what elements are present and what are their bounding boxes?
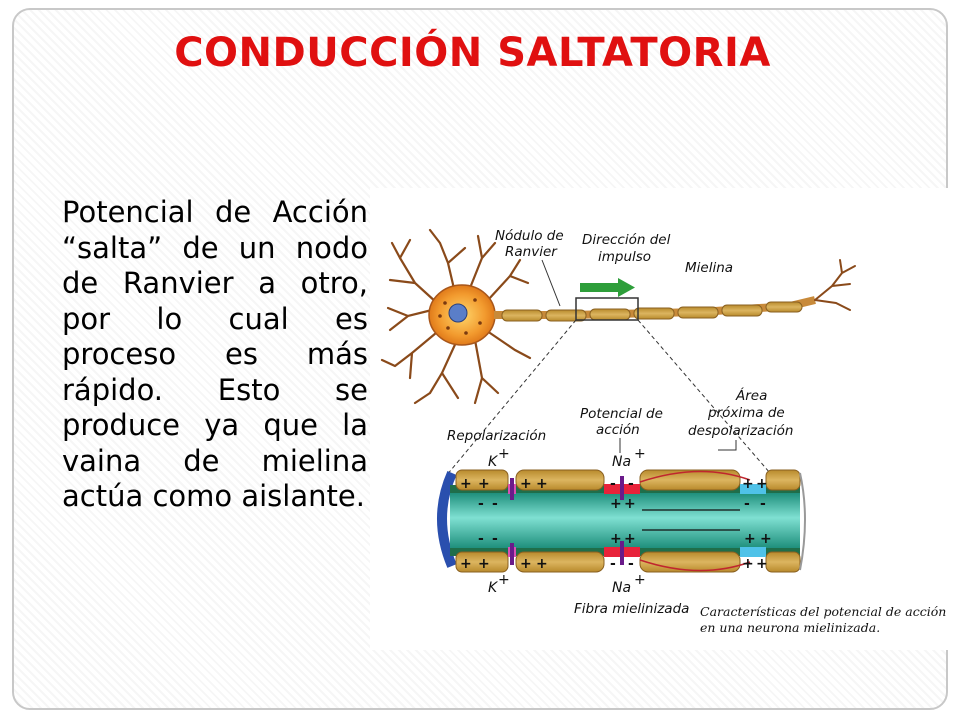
impulse-direction-arrow [580,278,635,297]
axon-terminal [814,259,856,311]
label-potencial-1: Potencial de [580,406,663,422]
label-direccion-2: impulso [598,249,651,265]
label-area-1: Área [735,387,767,404]
svg-text:-: - [610,556,616,572]
nucleus [448,303,468,323]
label-fibra: Fibra mielinizada [574,601,689,617]
ion-na-top: Na [612,454,631,470]
svg-text:+: + [610,496,622,512]
label-potencial-2: acción [596,422,640,438]
svg-text:+: + [624,531,636,547]
svg-text:+: + [742,556,754,572]
svg-text:+: + [756,556,768,572]
caption-line-2: en una neurona mielinizada. [700,620,880,635]
label-nodulo-2: Ranvier [505,244,558,260]
svg-text:+: + [756,476,768,492]
svg-text:+: + [520,476,532,492]
membrane-charges: ++++ -- ++ -- ++ -- -- ++ ++ ++++ -- ++ [460,476,772,572]
svg-text:+: + [744,531,756,547]
slide-body-text: Potencial de Acción “salta” de un nodo d… [62,195,368,513]
svg-text:-: - [478,531,484,547]
ion-k-bottom: K [488,580,499,596]
svg-text:+: + [742,476,754,492]
label-mielina: Mielina [685,260,733,276]
axon [494,296,816,322]
svg-text:+: + [460,556,472,572]
svg-text:+: + [760,531,772,547]
svg-text:+: + [520,556,532,572]
label-repolarizacion: Repolarización [447,428,546,444]
svg-text:+: + [610,531,622,547]
caption-line-1: Características del potencial de acción [700,604,946,619]
ion-k-bottom-charge: + [498,572,510,588]
ion-na-bottom-charge: + [634,572,646,588]
svg-text:+: + [478,556,490,572]
svg-text:+: + [536,556,548,572]
enlarged-fiber [437,469,806,573]
svg-text:+: + [536,476,548,492]
label-nodulo-1: Nódulo de [495,228,564,244]
svg-text:-: - [478,496,484,512]
svg-text:-: - [492,496,498,512]
svg-text:+: + [478,476,490,492]
ion-k-top: K [488,454,499,470]
svg-text:-: - [744,496,750,512]
svg-text:-: - [628,476,634,492]
zoom-box [575,297,639,321]
label-area-3: despolarización [688,423,793,439]
svg-text:+: + [624,496,636,512]
slide-title: CONDUCCIÓN SALTATORIA [174,30,771,76]
svg-text:-: - [628,556,634,572]
svg-text:-: - [610,476,616,492]
neuron-diagram: Nódulo de Ranvier Dirección del impulso … [380,228,946,635]
label-area-2: próxima de [707,405,785,421]
neuron-figure: Nódulo de Ranvier Dirección del impulso … [370,188,948,650]
ion-k-top-charge: + [498,446,510,462]
label-direccion-1: Dirección del [582,232,671,248]
ion-na-top-charge: + [634,446,646,462]
dendrites [380,228,532,405]
svg-text:+: + [460,476,472,492]
ion-na-bottom: Na [612,580,631,596]
svg-text:-: - [492,531,498,547]
svg-text:-: - [760,496,766,512]
